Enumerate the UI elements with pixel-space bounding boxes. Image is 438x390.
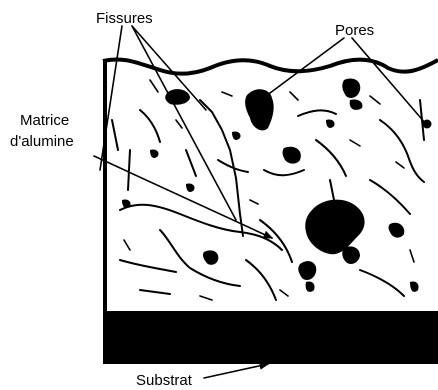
fissures-group <box>112 100 424 300</box>
fissure <box>120 205 282 250</box>
fissure <box>160 230 240 286</box>
micro-crack <box>396 162 404 168</box>
micro-crack <box>150 80 158 92</box>
micro-crack <box>410 250 414 262</box>
pore <box>245 89 274 130</box>
pore <box>389 223 405 238</box>
micro-crack <box>222 92 232 96</box>
pore <box>150 149 159 158</box>
substrate-block <box>103 311 438 364</box>
micro-crack <box>280 290 288 296</box>
micro-crack <box>370 96 380 104</box>
micro-crack <box>250 200 258 204</box>
fissure <box>330 180 334 200</box>
micro-crack <box>124 240 130 250</box>
fissures-label: Fissures <box>96 10 153 27</box>
fissure <box>140 110 160 142</box>
matrice-label-line2: d'alumine <box>10 133 74 150</box>
micro-crack <box>290 92 298 100</box>
fissure <box>246 260 276 300</box>
pore <box>283 147 301 164</box>
substrat-label: Substrat <box>136 372 193 389</box>
micro-crack <box>176 120 182 128</box>
substrat-pointer-arrow <box>204 364 268 378</box>
pores-pointer-line-2 <box>352 38 426 124</box>
matrice-label-line1: Matrice <box>20 112 69 129</box>
pore <box>326 119 335 128</box>
fissure <box>120 260 176 272</box>
pores-group <box>122 78 432 291</box>
pore <box>165 89 190 105</box>
pores-label: Pores <box>335 22 374 39</box>
fissure <box>264 170 304 175</box>
pore <box>203 250 218 264</box>
pore <box>305 200 364 255</box>
pore <box>350 99 363 109</box>
fissure <box>316 140 346 176</box>
fissure <box>112 120 118 150</box>
fissure <box>370 180 410 214</box>
micro-crack <box>350 140 360 146</box>
fissure <box>360 270 404 296</box>
pore <box>298 261 316 280</box>
fissure <box>298 110 336 116</box>
matrice-pointer-arrow <box>94 156 272 238</box>
fissure <box>186 150 196 176</box>
micro-crack <box>200 296 212 300</box>
fissure <box>128 150 130 190</box>
fissures-pointer-line-2 <box>132 26 236 220</box>
fissure <box>260 220 292 262</box>
pore <box>306 281 315 291</box>
pore <box>232 131 241 140</box>
fissure <box>140 290 170 294</box>
pore <box>342 78 360 98</box>
fissure <box>380 120 424 182</box>
pore <box>342 246 360 264</box>
pore <box>410 281 419 291</box>
pore <box>186 183 195 192</box>
